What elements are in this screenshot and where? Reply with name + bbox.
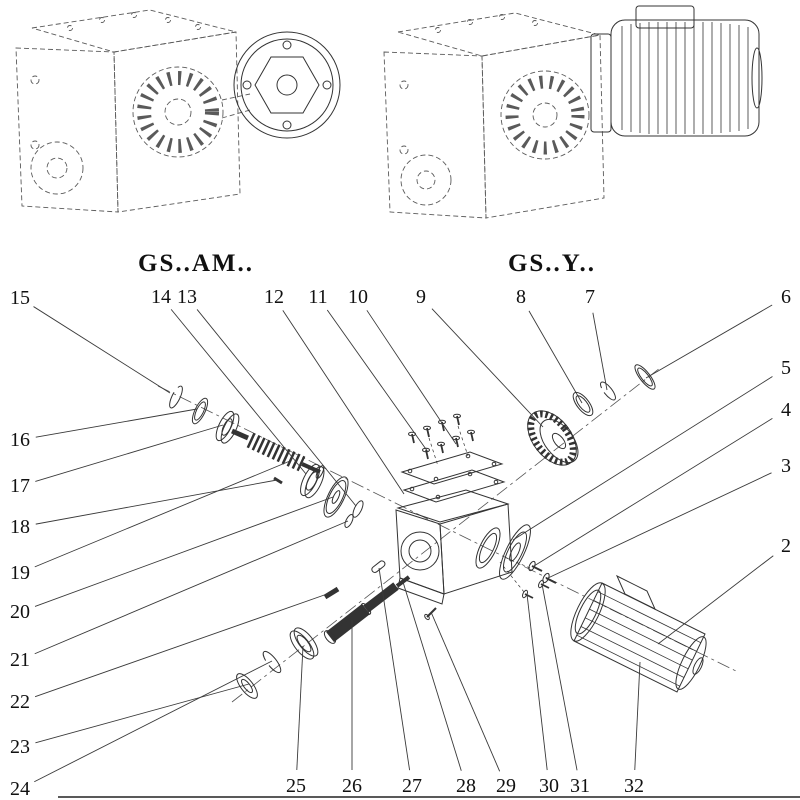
leader-line-8 <box>528 310 583 404</box>
callout-number-30: 30 <box>539 775 559 797</box>
leader-line-10 <box>366 310 457 445</box>
callout-number-6: 6 <box>781 286 791 308</box>
callout-number-5: 5 <box>781 357 791 379</box>
output-flange-drawing <box>233 31 341 139</box>
callout-number-22: 22 <box>10 691 30 713</box>
callout-number-9: 9 <box>416 286 426 308</box>
leader-line-31 <box>541 583 578 771</box>
motor-drawing-exploded <box>570 574 707 693</box>
callout-number-32: 32 <box>624 775 644 797</box>
callout-number-19: 19 <box>10 562 30 584</box>
callout-number-8: 8 <box>516 286 526 308</box>
leader-line-19 <box>34 460 291 568</box>
leader-line-13 <box>196 309 357 507</box>
callout-number-18: 18 <box>10 516 30 538</box>
large-washer-disc <box>323 476 349 518</box>
callout-number-10: 10 <box>348 286 368 308</box>
leader-line-22 <box>34 592 331 698</box>
worm-shaft <box>246 432 306 472</box>
leader-line-25 <box>296 645 304 771</box>
cover-plates <box>400 451 506 503</box>
callout-number-4: 4 <box>781 399 791 421</box>
output-shaft-parts <box>236 560 437 699</box>
leader-line-21 <box>34 520 349 655</box>
leader-line-30 <box>526 593 548 771</box>
leader-line-32 <box>634 661 641 771</box>
leader-line-12 <box>282 310 405 495</box>
callout-number-16: 16 <box>10 429 30 451</box>
exploded-view-drawing <box>58 364 800 798</box>
callout-number-21: 21 <box>10 649 30 671</box>
leader-line-18 <box>35 479 278 525</box>
leader-line-2 <box>657 555 774 645</box>
leader-line-14 <box>170 309 307 475</box>
leader-line-6 <box>645 304 773 379</box>
callout-number-24: 24 <box>10 778 30 800</box>
leader-line-11 <box>326 309 429 453</box>
shaft-key <box>371 560 386 573</box>
figure-gs-am-drawing <box>15 9 341 213</box>
callout-number-25: 25 <box>286 775 306 797</box>
leader-line-3 <box>547 472 772 579</box>
worm-gear-assembly <box>527 364 656 466</box>
input-shaft-parts <box>169 385 364 528</box>
leader-line-20 <box>34 496 334 607</box>
dowel-pin <box>395 575 411 588</box>
callout-number-20: 20 <box>10 601 30 623</box>
callout-number-11: 11 <box>308 286 327 308</box>
callout-number-13: 13 <box>177 286 197 308</box>
leader-line-17 <box>35 424 224 482</box>
leader-line-29 <box>430 611 501 772</box>
leader-line-28 <box>402 581 462 771</box>
leader-line-7 <box>592 312 608 391</box>
leader-line-9 <box>431 308 544 428</box>
pin-part <box>273 476 283 485</box>
callout-number-23: 23 <box>10 736 30 758</box>
callout-number-15: 15 <box>10 287 30 309</box>
callout-number-26: 26 <box>342 775 362 797</box>
figure-gs-y-drawing <box>383 5 763 219</box>
callout-number-3: 3 <box>781 455 791 477</box>
callout-number-31: 31 <box>570 775 590 797</box>
callout-number-27: 27 <box>402 775 422 797</box>
callout-number-28: 28 <box>456 775 476 797</box>
figure-label-gs-am: GS..AM.. <box>138 250 254 277</box>
leader-line-15 <box>33 306 171 394</box>
callout-number-14: 14 <box>151 286 171 308</box>
leader-line-16 <box>35 408 198 438</box>
motor-drawing-top <box>590 5 763 137</box>
figure-label-gs-y: GS..Y.. <box>507 250 597 277</box>
leader-line-27 <box>378 567 411 771</box>
callout-number-17: 17 <box>10 475 30 497</box>
leader-line-4 <box>533 418 773 567</box>
gear-housing <box>395 489 513 605</box>
callout-number-2: 2 <box>781 535 791 557</box>
leader-line-5 <box>512 376 773 541</box>
leader-line-24 <box>34 660 273 783</box>
callout-number-7: 7 <box>585 286 595 308</box>
callout-number-12: 12 <box>264 286 284 308</box>
small-pin <box>323 586 340 600</box>
callout-number-29: 29 <box>496 775 516 797</box>
leader-line-23 <box>35 683 250 744</box>
